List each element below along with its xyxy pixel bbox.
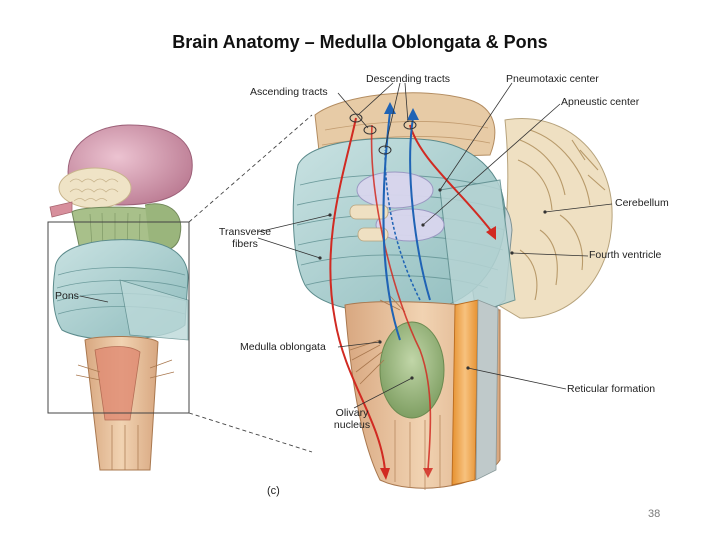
- page-number: 38: [648, 508, 661, 520]
- label-apneustic-center: Apneustic center: [561, 96, 640, 108]
- panel-letter: (c): [267, 485, 280, 497]
- olivary-nucleus: [379, 321, 445, 419]
- leader-lines: [79, 82, 613, 409]
- small-brainstem-view: [49, 124, 193, 471]
- label-pons: Pons: [55, 290, 79, 302]
- descending-tract-2: [409, 124, 493, 233]
- label-medulla-oblongata: Medulla oblongata: [240, 341, 326, 353]
- large-brainstem-view: [292, 92, 613, 490]
- label-fourth-ventricle: Fourth ventricle: [589, 249, 662, 261]
- pneumotaxic-nucleus: [356, 171, 434, 209]
- label-cerebellum: Cerebellum: [615, 197, 669, 209]
- label-pneumotaxic-center: Pneumotaxic center: [506, 73, 599, 85]
- ascending-tract-1: [382, 111, 401, 341]
- apneustic-nucleus: [375, 208, 445, 242]
- descending-tract-3: [370, 124, 432, 471]
- small-thalamus: [58, 167, 132, 209]
- descending-tract-1: [329, 117, 386, 471]
- reticular-formation: [451, 299, 479, 486]
- slide-title: Brain Anatomy – Medulla Oblongata & Pons: [172, 32, 548, 52]
- label-reticular-formation: Reticular formation: [567, 383, 656, 395]
- label-transverse-fibers: Transverse fibers: [218, 226, 272, 250]
- zoom-box: [47, 221, 190, 414]
- label-descending-tracts: Descending tracts: [366, 73, 451, 85]
- label-ascending-tracts: Ascending tracts: [250, 86, 328, 98]
- label-olivary-nucleus: Olivary nucleus: [333, 407, 371, 431]
- leader-dots: [318, 188, 547, 380]
- ascending-tract-2: [409, 117, 431, 301]
